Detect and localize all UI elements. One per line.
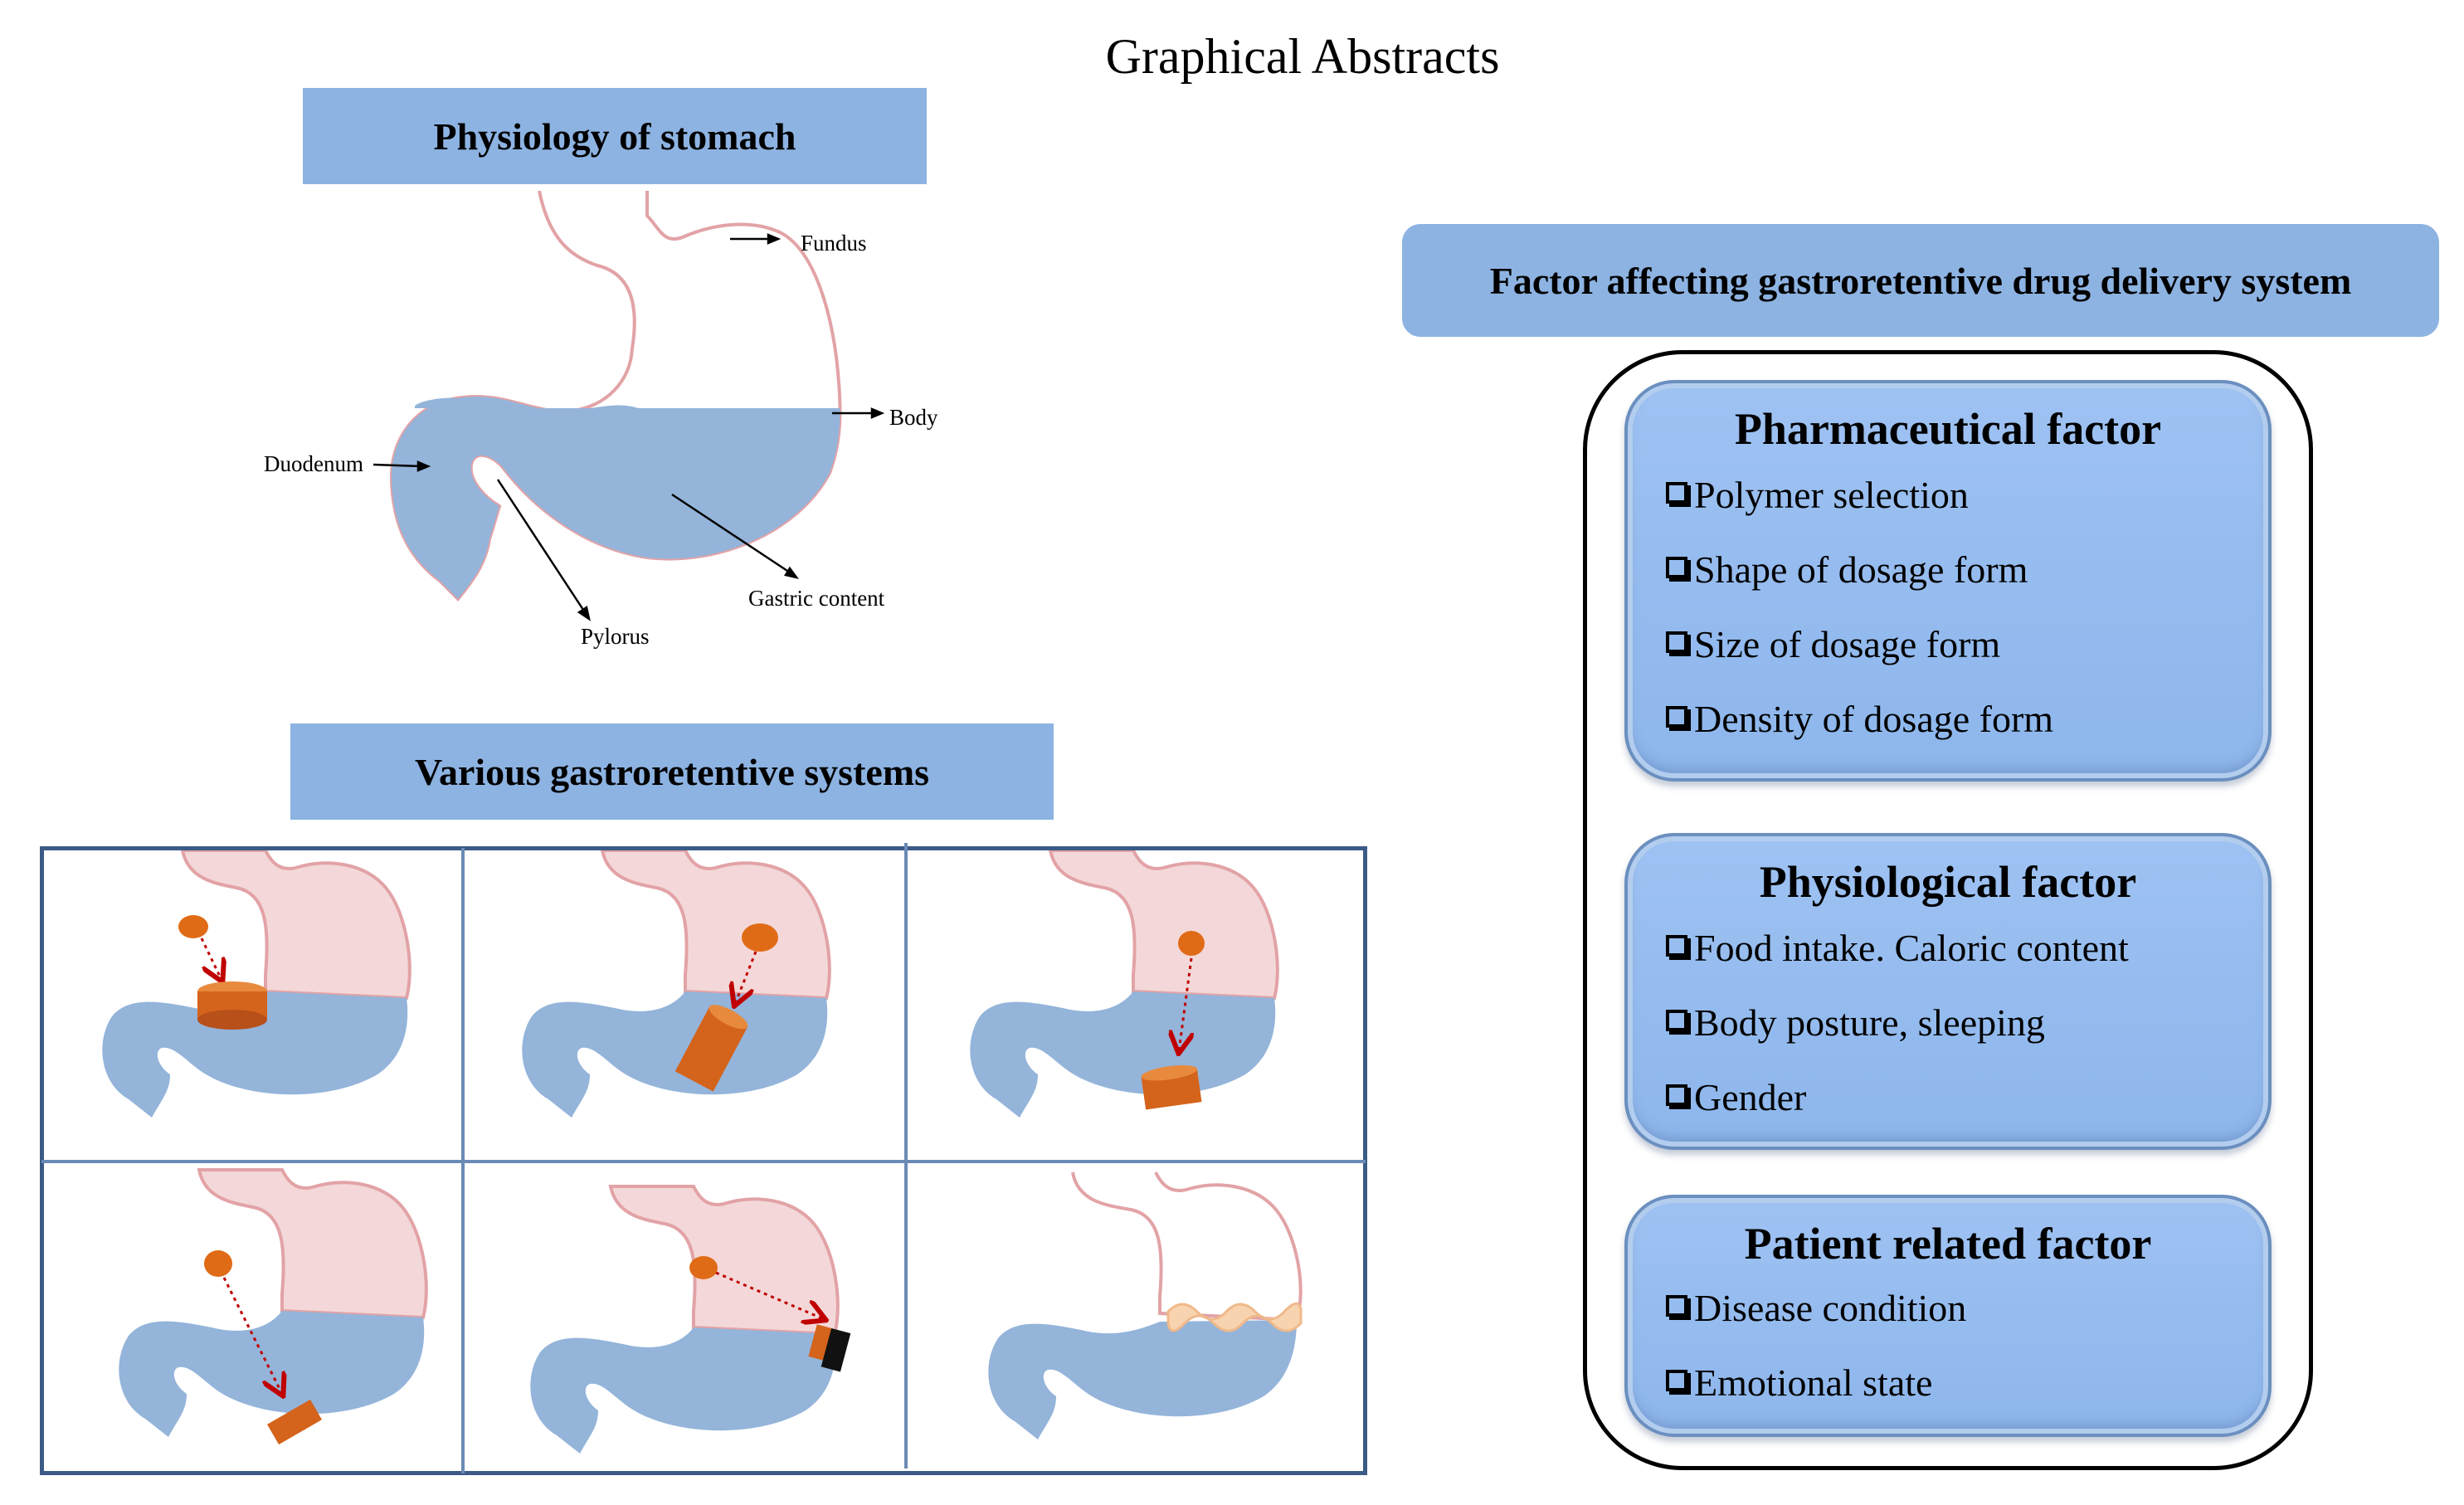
factor-item: Food intake. Caloric content (1666, 926, 2129, 970)
checkbox-icon (1666, 1084, 1687, 1106)
checkbox-icon (1666, 1369, 1687, 1391)
factor-item: Size of dosage form (1666, 622, 2000, 666)
systems-header: Various gastroretentive systems (290, 723, 1054, 820)
physiology-header: Physiology of stomach (303, 88, 927, 184)
system-panel-6 (988, 1171, 1303, 1439)
system-panel-3 (970, 850, 1279, 1118)
label-gastric-content: Gastric content (748, 586, 885, 611)
factor-card-pharmaceutical: Pharmaceutical factor Polymer selection … (1624, 380, 2272, 782)
stomach-anatomy-diagram (373, 191, 885, 621)
factor-item: Polymer selection (1666, 473, 1969, 517)
system-panel-4 (119, 1168, 428, 1445)
system-panel-5 (530, 1185, 851, 1454)
grid-divider (904, 843, 908, 1468)
factor-card-patient-related: Patient related factor Disease condition… (1624, 1195, 2272, 1437)
checkbox-icon (1666, 481, 1687, 504)
factor-item: Shape of dosage form (1666, 548, 2028, 592)
checkbox-icon (1666, 1009, 1687, 1031)
factor-item: Disease condition (1666, 1286, 1966, 1330)
system-panel-2 (522, 850, 831, 1118)
factors-header: Factor affecting gastroretentive drug de… (1402, 224, 2439, 337)
page-title: Graphical Abstracts (1105, 29, 1500, 84)
checkbox-icon (1666, 631, 1687, 653)
checkbox-icon (1666, 934, 1687, 957)
checkbox-icon (1666, 556, 1687, 578)
factor-title: Physiological factor (1759, 857, 2137, 907)
system-panel-1 (102, 850, 411, 1118)
checkbox-icon (1666, 1294, 1687, 1317)
anatomy-leader-lines (373, 233, 885, 621)
stomach-outline (389, 191, 842, 602)
factor-item: Density of dosage form (1666, 697, 2053, 741)
factor-title: Pharmaceutical factor (1734, 404, 2162, 454)
grid-divider (41, 1160, 1366, 1163)
gastroretentive-systems-illustrations (102, 850, 1303, 1454)
label-body: Body (889, 405, 938, 430)
factors-container (1583, 350, 2313, 1470)
label-fundus: Fundus (801, 231, 867, 256)
factor-item: Body posture, sleeping (1666, 1001, 2045, 1045)
label-pylorus: Pylorus (581, 624, 650, 649)
factor-item: Emotional state (1666, 1361, 1932, 1405)
label-duodenum: Duodenum (264, 451, 363, 476)
factor-title: Patient related factor (1744, 1219, 2152, 1269)
factor-card-physiological: Physiological factor Food intake. Calori… (1624, 833, 2272, 1150)
factor-item: Gender (1666, 1075, 1806, 1119)
checkbox-icon (1666, 705, 1687, 728)
